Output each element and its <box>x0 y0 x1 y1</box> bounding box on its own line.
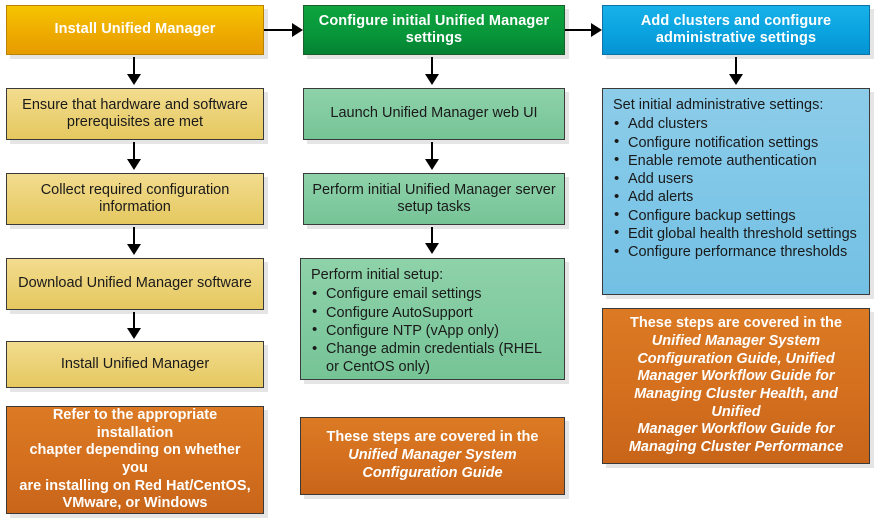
header-install-label: Install Unified Manager <box>54 21 216 38</box>
step-install-unified-manager-label: Install Unified Manager <box>60 355 210 372</box>
note-configure-line-1: These steps are covered in the <box>326 429 539 446</box>
list-item: Edit global health threshold settings <box>611 224 863 243</box>
arrowhead-left-3 <box>127 244 141 255</box>
list-perform-initial-setup: Perform initial setup: Configure email s… <box>300 258 565 380</box>
arrowhead-left-2 <box>127 159 141 170</box>
step-launch-web-ui: Launch Unified Manager web UI <box>303 88 565 140</box>
connector-configure-to-clusters <box>565 29 597 31</box>
list-item: Configure email settings <box>309 285 558 304</box>
list-item: Configure notification settings <box>611 133 863 152</box>
arrowhead-right-1 <box>729 74 743 85</box>
note-configure-guide: These steps are covered in the Unified M… <box>300 417 565 495</box>
header-add-clusters-label: Add clusters and configure administrativ… <box>640 12 832 46</box>
step-launch-web-ui-label: Launch Unified Manager web UI <box>330 105 538 122</box>
note-clusters-line-2: Unified Manager System <box>651 332 821 349</box>
connector-left-3 <box>133 227 135 251</box>
connector-install-to-configure <box>264 29 298 31</box>
connector-mid-3 <box>431 227 433 249</box>
step-server-setup-tasks-label: Perform initial Unified Manager server s… <box>312 181 556 215</box>
step-download-software: Download Unified Manager software <box>6 258 264 310</box>
list-item: Configure backup settings <box>611 206 863 225</box>
list-item: Configure AutoSupport <box>309 303 558 322</box>
header-configure-initial-settings: Configure initial Unified Manager settin… <box>303 5 565 55</box>
list-item: Configure performance thresholds <box>611 243 863 262</box>
note-clusters-line-7: Managing Cluster Performance <box>628 439 844 456</box>
arrowhead-left-1 <box>127 74 141 85</box>
note-install-line-1: Refer to the appropriate installation <box>52 406 218 441</box>
list-set-initial-admin-settings: Set initial administrative settings: Add… <box>602 88 870 295</box>
list-set-initial-admin-settings-lead: Set initial administrative settings: <box>613 97 824 113</box>
list-item: Configure NTP (vApp only) <box>309 321 558 340</box>
arrowhead-mid-1 <box>425 74 439 85</box>
note-install-chapter-text: Refer to the appropriate installation ch… <box>7 407 263 513</box>
note-configure-line-3: Configuration Guide <box>362 464 503 481</box>
note-clusters-guides-text: These steps are covered in the Unified M… <box>603 315 869 457</box>
step-download-software-label: Download Unified Manager software <box>18 275 252 292</box>
note-install-line-4: VMware, or Windows <box>62 495 208 512</box>
step-hardware-prerequisites: Ensure that hardware and software prereq… <box>6 88 264 140</box>
connector-left-2 <box>133 142 135 166</box>
note-clusters-line-6: Manager Workflow Guide for <box>637 421 835 438</box>
note-clusters-line-5: Managing Cluster Health, and Unified <box>634 386 838 420</box>
header-add-clusters: Add clusters and configure administrativ… <box>602 5 870 55</box>
note-configure-line-2: Unified Manager System <box>348 447 517 464</box>
arrowhead-configure-to-clusters <box>591 23 602 37</box>
connector-mid-2 <box>431 142 433 166</box>
note-clusters-line-3: Configuration Guide, Unified <box>637 350 835 367</box>
note-clusters-guides: These steps are covered in the Unified M… <box>602 308 870 464</box>
note-install-chapter: Refer to the appropriate installation ch… <box>6 406 264 514</box>
step-server-setup-tasks: Perform initial Unified Manager server s… <box>303 173 565 225</box>
header-install-unified-manager: Install Unified Manager <box>6 5 264 55</box>
list-item: Add users <box>611 170 863 189</box>
connector-left-4 <box>133 312 135 334</box>
arrowhead-left-4 <box>127 328 141 339</box>
connector-mid-1 <box>431 57 433 81</box>
step-collect-configuration-information-label: Collect required configuration informati… <box>40 181 230 215</box>
note-clusters-line-4: Manager Workflow Guide for <box>637 368 835 385</box>
connector-left-1 <box>133 57 135 81</box>
connector-right-1 <box>735 57 737 81</box>
list-item: Enable remote authentication <box>611 151 863 170</box>
list-perform-initial-setup-lead: Perform initial setup: <box>311 267 444 283</box>
step-hardware-prerequisites-label: Ensure that hardware and software prereq… <box>22 96 248 130</box>
step-install-unified-manager: Install Unified Manager <box>6 341 264 388</box>
list-set-initial-admin-settings-items: Add clusters Configure notification sett… <box>611 115 863 262</box>
arrowhead-mid-3 <box>425 243 439 254</box>
arrowhead-install-to-configure <box>292 23 303 37</box>
list-item: Add clusters <box>611 115 863 134</box>
note-install-line-2: chapter depending on whether you <box>29 442 241 476</box>
step-collect-configuration-information: Collect required configuration informati… <box>6 173 264 225</box>
header-configure-label: Configure initial Unified Manager settin… <box>318 12 550 46</box>
note-install-line-3: are installing on Red Hat/CentOS, <box>19 477 251 494</box>
arrowhead-mid-2 <box>425 159 439 170</box>
note-clusters-line-1: These steps are covered in the <box>630 315 842 332</box>
list-item: Add alerts <box>611 188 863 207</box>
note-configure-guide-text: These steps are covered in the Unified M… <box>301 429 564 482</box>
list-perform-initial-setup-items: Configure email settings Configure AutoS… <box>309 285 558 376</box>
list-item: Change admin credentials (RHEL or CentOS… <box>309 340 558 377</box>
